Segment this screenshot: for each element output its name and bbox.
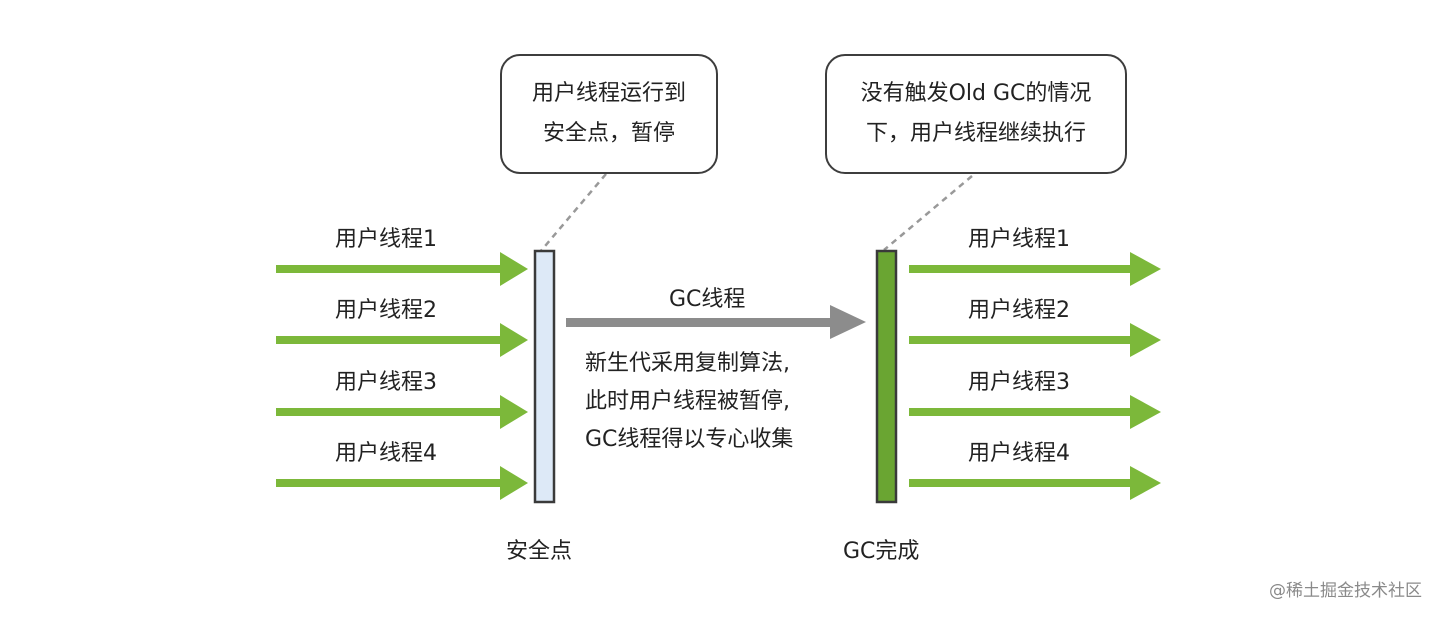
gc-done-callout-leader [883,175,973,251]
right-thread-arrows [909,252,1161,500]
watermark: @稀土掘金技术社区 [1269,581,1422,601]
right-thread-arrow-3 [909,395,1161,429]
gc-done-callout: 没有触发Old GC的情况 下，用户线程继续执行 [825,54,1127,174]
left-thread-label-2: 用户线程2 [335,298,437,323]
right-thread-arrow-1 [909,252,1161,286]
safepoint-callout-leader [539,173,607,253]
safepoint-label: 安全点 [506,539,573,564]
left-thread-arrow-4 [276,466,528,500]
right-thread-arrow-2 [909,323,1161,357]
gc-thread-label: GC线程 [669,287,746,312]
gc-desc-line-1: 新生代采用复制算法, [585,351,790,376]
left-thread-label-3: 用户线程3 [335,370,437,395]
right-thread-label-2: 用户线程2 [968,298,1070,323]
gc-done-callout-line1: 没有触发Old GC的情况 [860,81,1092,106]
gc-done-bar [875,249,898,504]
safepoint-callout-line2: 安全点，暂停 [542,121,675,146]
gc-done-callout-line2: 下，用户线程继续执行 [865,121,1086,146]
safepoint-callout: 用户线程运行到 安全点，暂停 [500,54,718,174]
left-thread-arrow-3 [276,395,528,429]
gc-done-label: GC完成 [843,539,920,564]
right-thread-label-4: 用户线程4 [968,441,1070,466]
safepoint-bar [533,249,556,504]
right-thread-arrow-4 [909,466,1161,500]
left-thread-arrows [276,252,528,500]
right-thread-label-3: 用户线程3 [968,370,1070,395]
right-thread-label-1: 用户线程1 [968,227,1070,252]
gc-thread-arrow [566,305,866,339]
gc-thread-description: 新生代采用复制算法, 此时用户线程被暂停, GC线程得以专心收集 [585,345,793,459]
left-thread-arrow-2 [276,323,528,357]
left-thread-arrow-1 [276,252,528,286]
safepoint-callout-line1: 用户线程运行到 [531,81,686,106]
left-thread-label-1: 用户线程1 [335,227,437,252]
gc-desc-line-2: 此时用户线程被暂停, [585,389,790,414]
gc-desc-line-3: GC线程得以专心收集 [585,427,794,452]
left-thread-label-4: 用户线程4 [335,441,437,466]
